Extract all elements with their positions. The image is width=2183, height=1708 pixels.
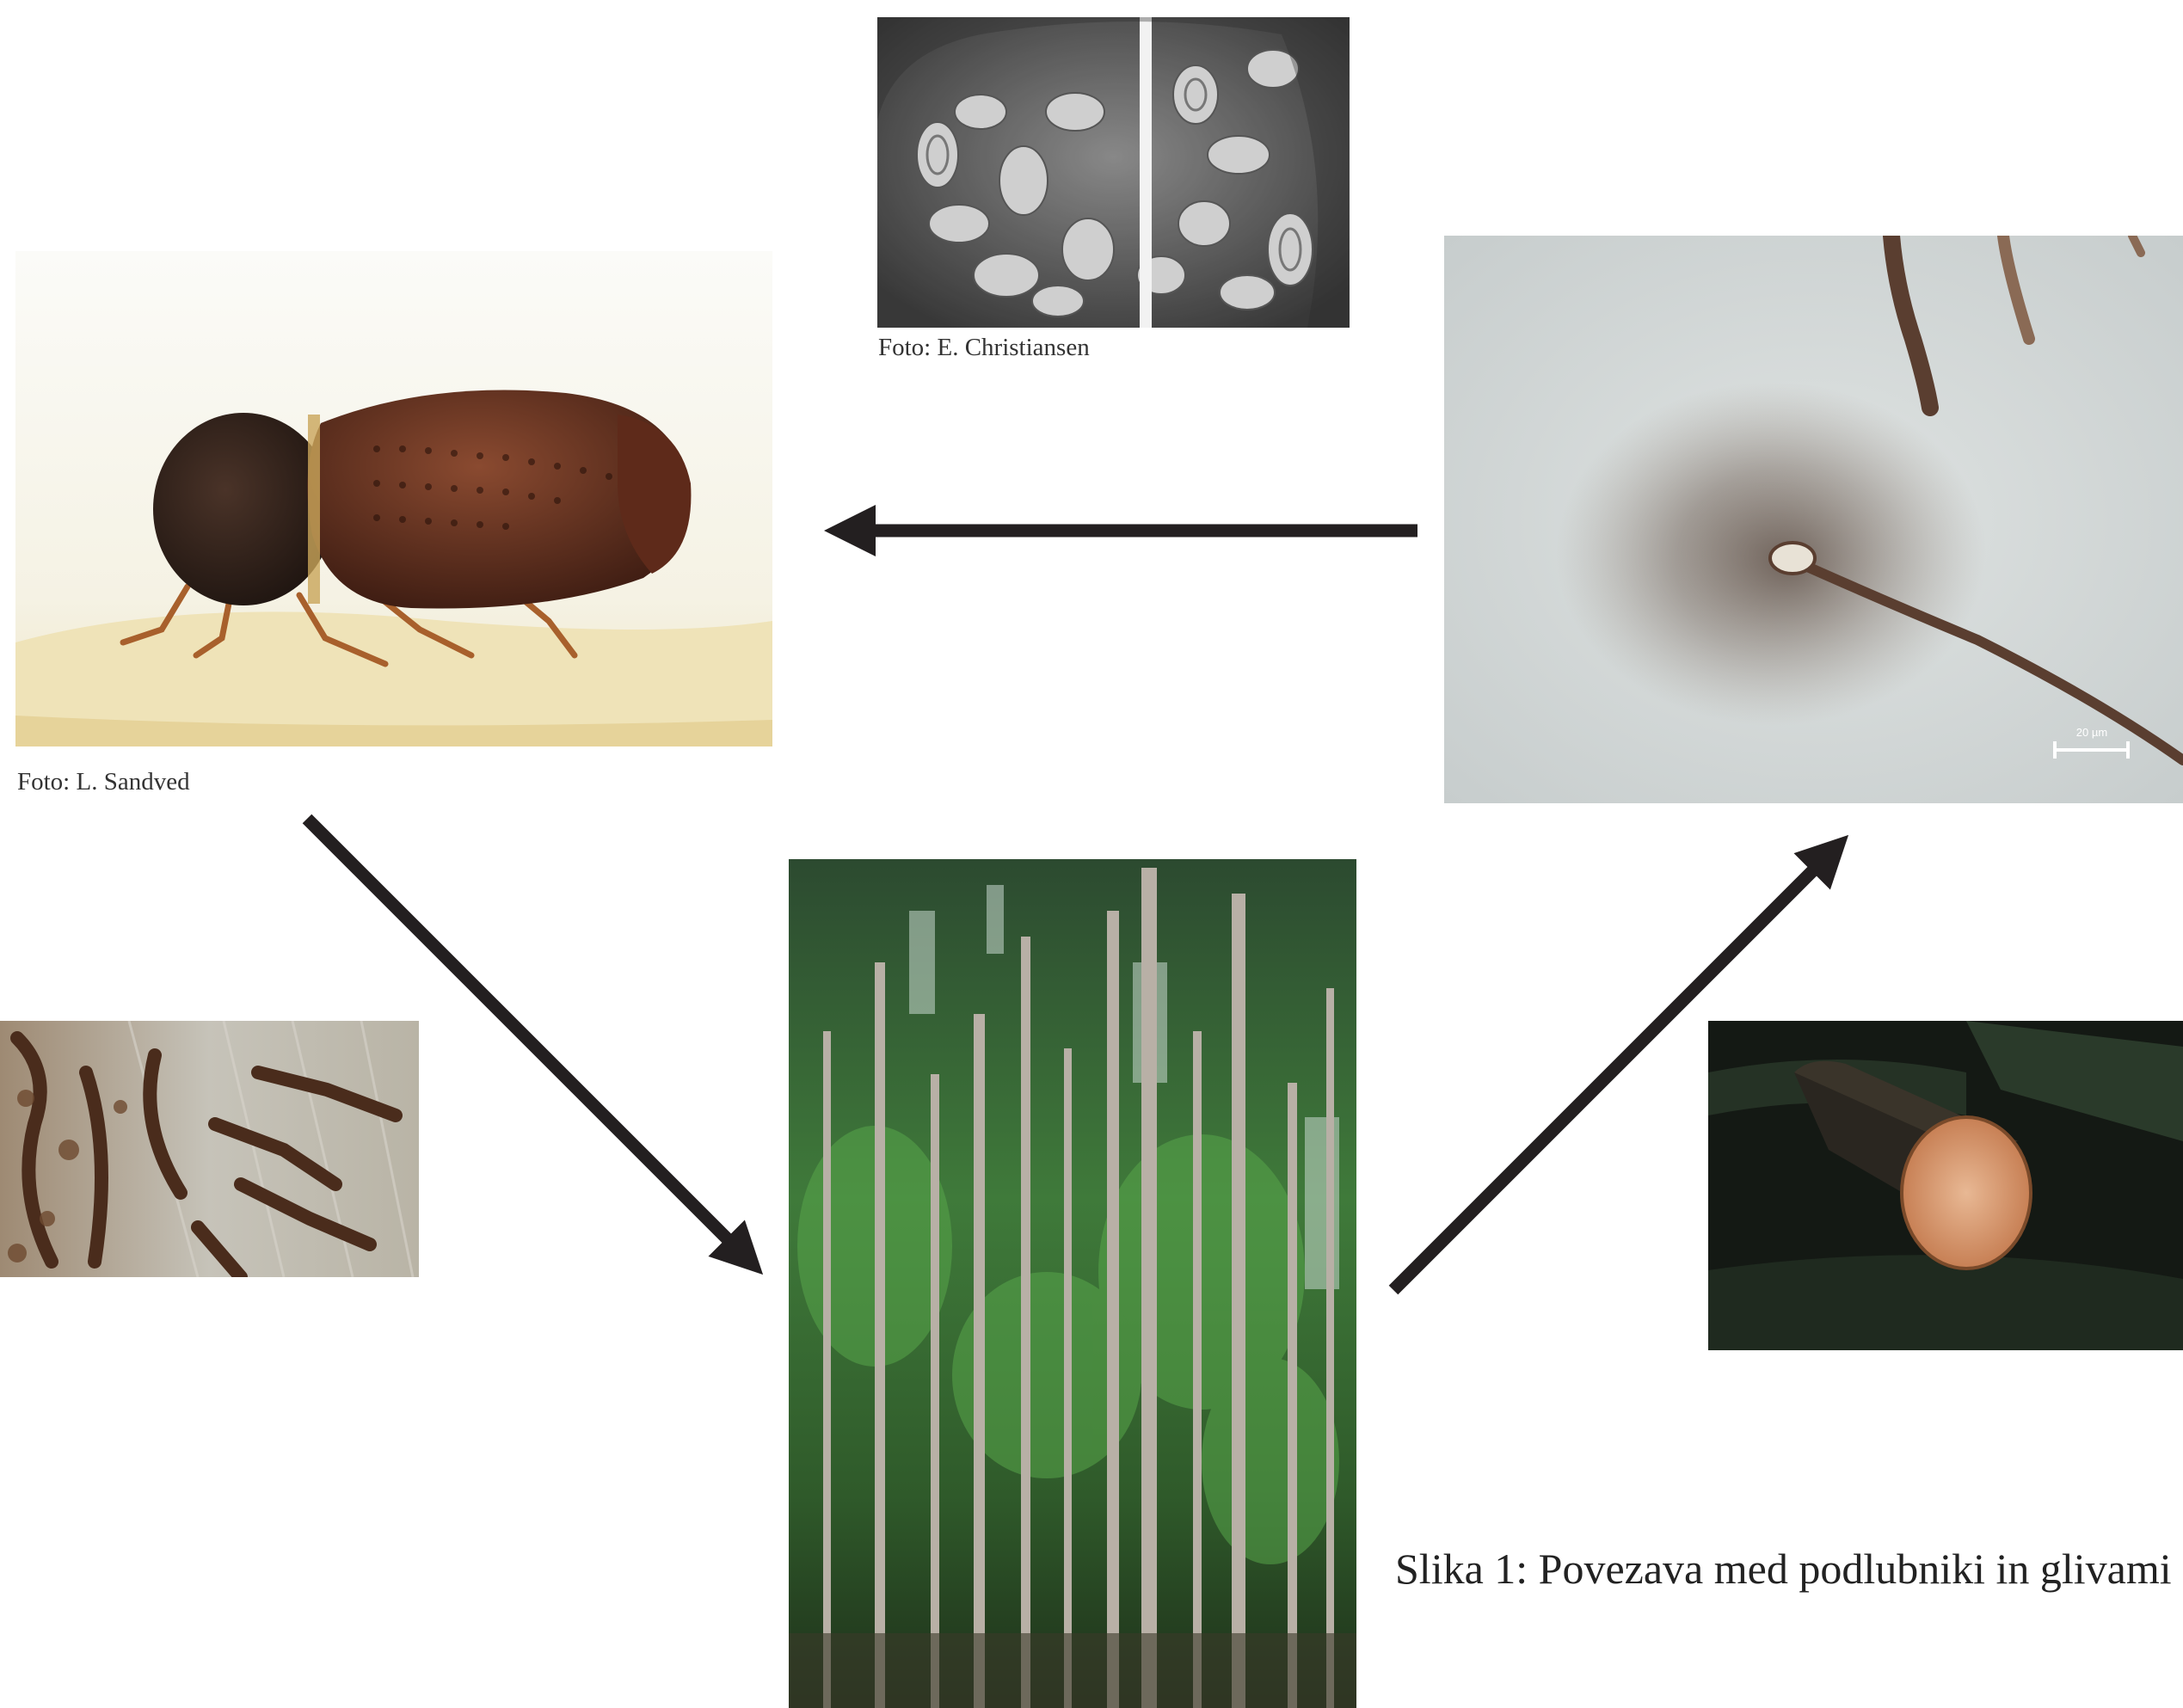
fungus-microscopy-image: 20 µm xyxy=(1444,236,2183,803)
sem-photo-credit: Foto: E. Christiansen xyxy=(878,334,1090,362)
bark-beetle-image xyxy=(15,251,772,746)
beetle-galleries-wood-image xyxy=(0,1021,419,1277)
cut-spruce-log-image xyxy=(1708,1021,2183,1350)
beetle-photo-credit: Foto: L. Sandved xyxy=(17,768,190,796)
figure-caption: Slika 1: Povezava med podlubniki in gliv… xyxy=(1395,1544,2172,1594)
sem-micrograph-image xyxy=(877,17,1350,328)
spruce-forest-image xyxy=(789,859,1356,1708)
scale-bar-label: 20 µm xyxy=(2053,726,2131,739)
